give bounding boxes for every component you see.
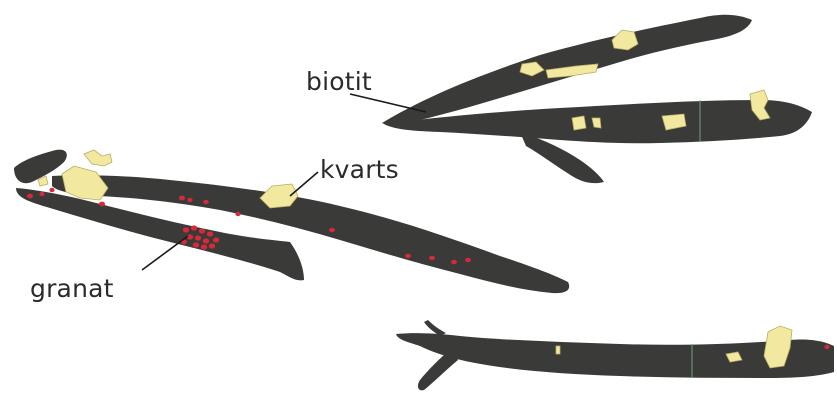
- biotite-grain-branch-fork: [418, 348, 458, 390]
- garnet-grain: [213, 237, 219, 242]
- garnet-grain: [195, 235, 201, 240]
- label-kvarts: kvarts: [320, 155, 399, 184]
- garnet-grain: [465, 258, 471, 262]
- garnet-grain: [203, 200, 209, 204]
- biotite-cluster-left: [14, 150, 569, 294]
- leader-line-granat: [142, 236, 188, 270]
- biotite-cluster-bottom: [396, 320, 834, 390]
- garnet-grain: [824, 345, 829, 349]
- garnet-grain: [405, 254, 411, 258]
- garnet-grain: [199, 228, 205, 233]
- garnet-grain: [201, 244, 207, 249]
- label-granat: granat: [30, 274, 114, 303]
- quartz-grain: [62, 166, 108, 200]
- biotite-grain-long: [52, 175, 569, 293]
- garnet-grain: [203, 238, 209, 243]
- garnet-grain: [207, 231, 213, 236]
- garnet-grain: [193, 242, 199, 247]
- leader-line-kvarts: [290, 172, 318, 196]
- garnet-grain: [329, 228, 335, 232]
- garnet-grain: [191, 225, 197, 230]
- leader-line-biotit: [350, 94, 426, 112]
- garnet-grain: [179, 196, 185, 201]
- garnet-grain: [39, 192, 44, 196]
- garnet-grain: [27, 194, 33, 199]
- garnet-grain: [429, 256, 435, 260]
- garnet-grain: [235, 212, 240, 216]
- quartz-grain: [84, 150, 112, 166]
- garnet-grain: [187, 198, 192, 202]
- quartz-grain: [556, 346, 560, 354]
- quartz-inclusion: [572, 116, 586, 130]
- biotite-cluster-top: [382, 15, 812, 183]
- garnet-grain: [99, 202, 105, 207]
- garnet-grain: [451, 260, 457, 264]
- garnet-grain: [209, 243, 215, 248]
- garnet-grain: [183, 227, 189, 232]
- label-biotit: biotit: [306, 67, 372, 96]
- garnet-grain: [49, 188, 54, 192]
